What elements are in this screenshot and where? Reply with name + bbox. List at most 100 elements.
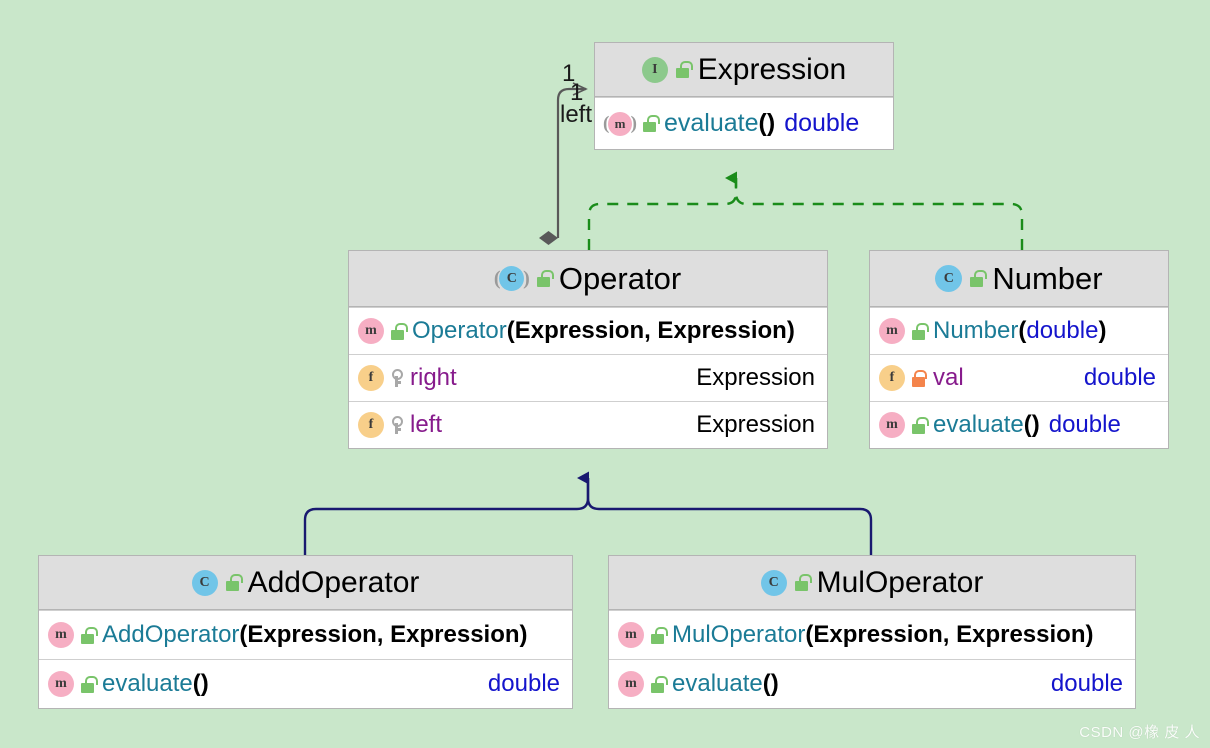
unlocked-icon [911,416,929,434]
field-icon: f [879,365,905,391]
member-parens: (Expression, Expression) [506,317,795,344]
unlocked-icon [675,61,693,78]
member-name: Operator [412,317,507,344]
field-icon: f [358,412,384,438]
method-icon: m [48,671,74,697]
class-name-addoperator: AddOperator [247,565,420,599]
member-parens: ( [1018,317,1027,344]
method-icon: ( m ) [603,111,637,137]
member-name: evaluate [933,411,1024,438]
class-header-muloperator: C MulOperator [609,556,1135,610]
key-icon [390,369,404,387]
method-icon-letter: m [358,318,384,344]
method-icon: m [618,622,644,648]
class-name-muloperator: MulOperator [816,565,984,599]
interface-icon-letter: I [641,56,668,83]
edge-inheritance-to-operator [303,471,873,555]
member-name: left [410,411,443,438]
class-box-expression[interactable]: I Expression ( m ) evaluate () double [594,42,894,150]
member-row[interactable]: m AddOperator (Expression, Expression) [39,610,572,659]
member-row[interactable]: ( m ) evaluate () double [595,97,893,149]
member-name: evaluate [102,670,193,697]
method-icon-letter: m [608,111,632,136]
unlocked-icon [390,322,408,340]
class-icon: C [935,265,963,292]
member-row[interactable]: f left Expression [349,401,827,448]
method-icon: m [879,318,905,344]
member-parens: () [1023,411,1040,438]
unlocked-icon [969,270,988,287]
class-box-muloperator[interactable]: C MulOperator m MulOperator (Expression,… [608,555,1136,709]
abstract-paren-right: ) [523,267,530,289]
member-name: val [933,364,964,391]
member-name: Number [933,317,1019,344]
unlocked-icon [80,675,98,693]
field-icon-letter: f [358,412,384,438]
member-type: Expression [696,364,815,391]
class-name-operator: Operator [558,260,682,296]
unlocked-icon [536,270,554,287]
member-row[interactable]: m evaluate () double [39,659,572,708]
field-icon: f [358,365,384,391]
member-parens: () [762,670,779,697]
member-parens: (Expression, Expression) [805,621,1094,648]
unlocked-icon [225,574,243,591]
method-icon: m [879,412,905,438]
class-header-number: C Number [870,251,1168,307]
unlocked-icon [80,626,98,644]
member-row[interactable]: m MulOperator (Expression, Expression) [609,610,1135,659]
edge-label-role-left: left [560,101,593,128]
unlocked-icon [794,574,812,591]
unlocked-icon [911,322,929,340]
member-parens-close: ) [1098,317,1107,344]
member-row[interactable]: f right Expression [349,354,827,401]
member-name: evaluate [664,109,759,137]
class-icon: C [191,569,218,596]
method-icon-letter: m [618,622,644,648]
edge-label-multiplicity-lower: 1 [570,79,584,106]
class-icon-letter: C [191,569,218,596]
edge-realization-to-expression [587,171,1024,250]
interface-icon: I [641,56,668,83]
member-name: AddOperator [102,621,240,648]
member-parens: () [192,670,209,697]
member-row[interactable]: m Number ( double ) [870,307,1168,354]
member-row[interactable]: m Operator (Expression, Expression) [349,307,827,354]
class-icon: ( C ) [494,265,530,293]
class-header-addoperator: C AddOperator [39,556,572,610]
member-type: double [1050,670,1123,697]
class-icon-letter: C [935,265,963,292]
field-icon-letter: f [879,365,905,391]
method-icon: m [358,318,384,344]
class-icon-letter: C [499,266,525,291]
class-name-number: Number [992,260,1103,296]
method-icon: m [48,622,74,648]
class-header-expression: I Expression [595,43,893,97]
unlocked-icon [650,675,668,693]
method-icon-letter: m [48,671,74,697]
class-icon: C [760,569,787,596]
unlocked-icon [650,626,668,644]
unlocked-icon [642,115,660,132]
member-type: double [487,670,560,697]
class-name-expression: Expression [697,52,847,86]
member-row[interactable]: m evaluate () double [870,401,1168,448]
member-type: double [784,109,860,137]
class-box-number[interactable]: C Number m Number ( double ) [869,250,1169,449]
member-param-type: double [1026,317,1099,344]
class-box-addoperator[interactable]: C AddOperator m AddOperator (Expression,… [38,555,573,709]
watermark: CSDN @橡 皮 人 [1079,724,1200,741]
method-icon-letter: m [879,412,905,438]
abstract-paren-right: ) [630,112,637,134]
member-row[interactable]: m evaluate () double [609,659,1135,708]
member-type: double [1048,411,1121,438]
member-row[interactable]: f val double [870,354,1168,401]
edge-label-multiplicity-upper: 1 [562,60,576,87]
class-box-operator[interactable]: ( C ) Operator m Operator (Expression, E… [348,250,828,449]
method-icon-letter: m [618,671,644,697]
member-type: double [1083,364,1156,391]
member-name: MulOperator [672,621,806,648]
locked-icon [911,369,927,387]
class-header-operator: ( C ) Operator [349,251,827,307]
